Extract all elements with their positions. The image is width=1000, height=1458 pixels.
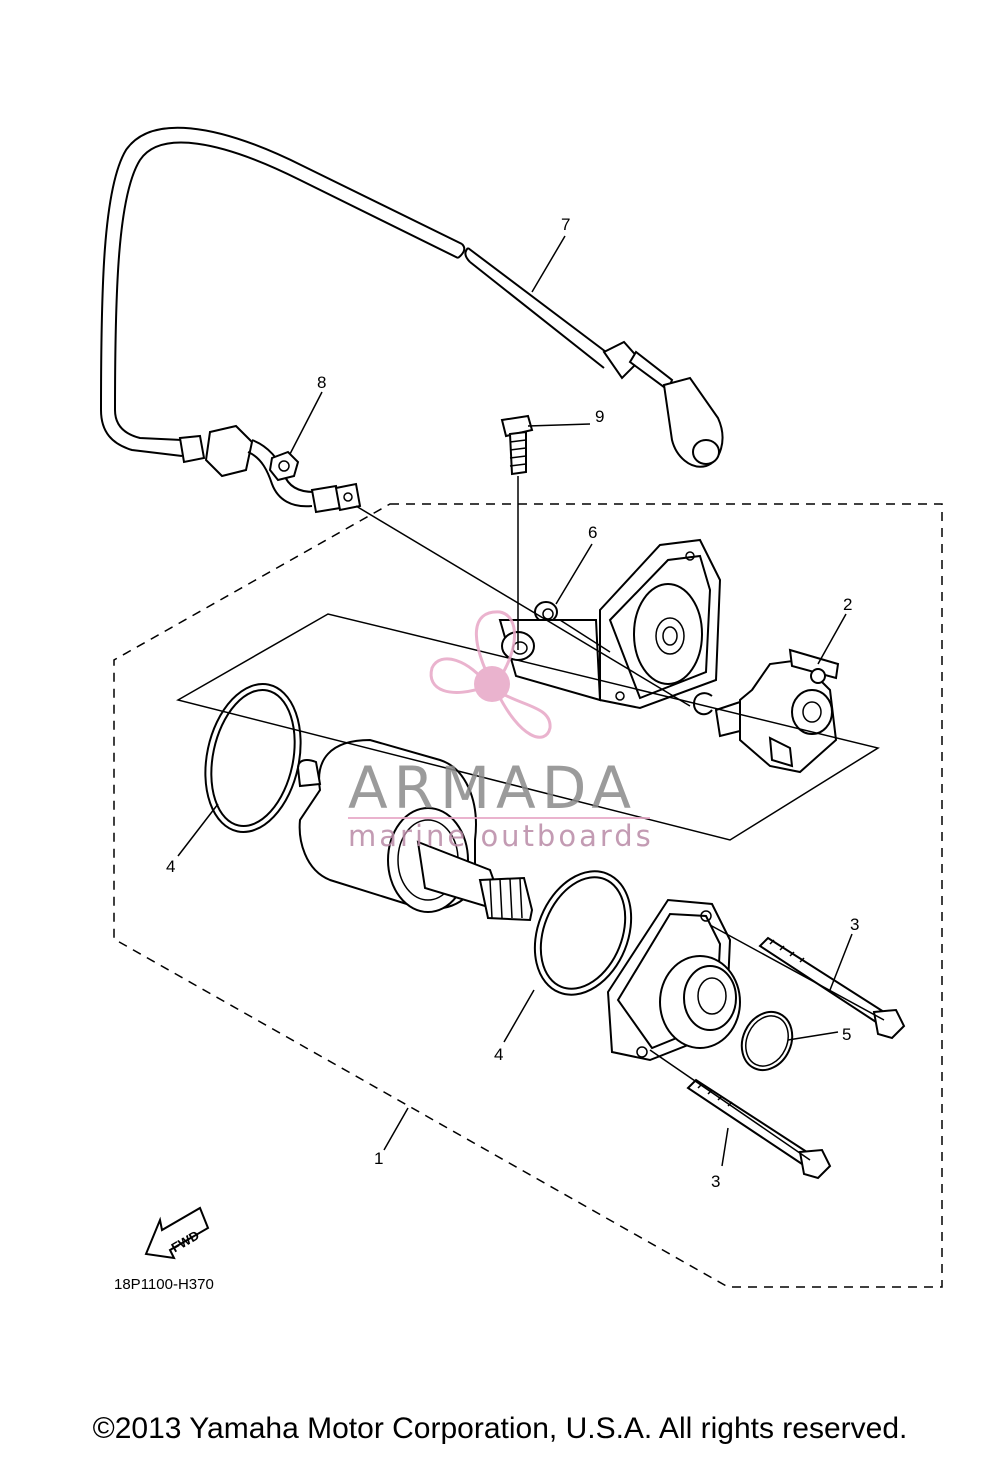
callout-8: 8 [317,373,326,392]
armada-watermark: ARMADA marine outboards [348,610,654,853]
nut[interactable] [268,450,300,482]
o-ring-4-upper[interactable] [192,675,313,841]
watermark-subtitle: marine outboards [348,819,654,853]
callout-2: 2 [843,595,852,614]
starter-cable[interactable] [100,126,724,514]
callout-4-upper: 4 [166,857,175,876]
axis-line-2 [559,619,611,653]
propeller-logo-icon [429,610,552,739]
callout-4-lower: 4 [494,1045,503,1064]
callout-7: 7 [561,215,570,234]
circlip[interactable] [692,692,713,716]
callout-3-upper: 3 [850,915,859,934]
through-bolt-lower[interactable] [686,1078,832,1180]
callout-5: 5 [842,1025,851,1044]
brush-holder[interactable] [714,648,840,774]
fwd-arrow-icon: FWD [144,1206,210,1260]
drawing-code: 18P1100-H370 [114,1276,214,1293]
axis-line-3 [709,924,885,1021]
through-bolt-upper[interactable] [758,936,906,1040]
watermark-title: ARMADA [348,754,637,822]
callout-1: 1 [374,1149,383,1168]
callout-6: 6 [588,523,597,542]
axis-line-4 [649,1049,811,1161]
leader-lines [177,235,853,1167]
o-ring-4-lower[interactable] [517,857,648,1009]
callout-9: 9 [595,407,604,426]
reference-plane [176,613,880,841]
bolt-9[interactable] [500,414,534,476]
callout-3-lower: 3 [711,1172,720,1191]
starter-motor[interactable] [296,738,741,1062]
axis-line [355,505,691,707]
copyright-notice: ©2013 Yamaha Motor Corporation, U.S.A. A… [92,1412,908,1445]
assembly-outline [113,503,943,1288]
o-ring-5[interactable] [733,1004,802,1079]
